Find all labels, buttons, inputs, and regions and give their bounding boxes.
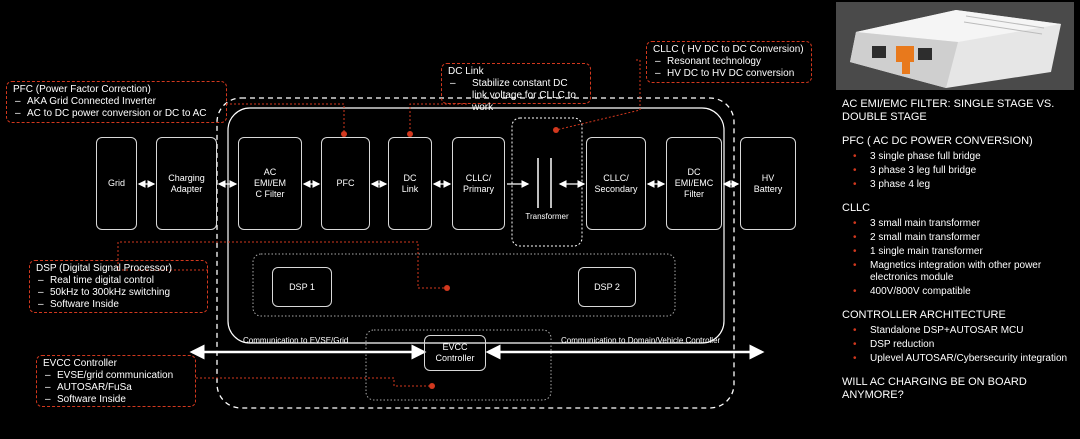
panel-section-title: CLLC (842, 202, 871, 214)
callout-evcc-item: AUTOSAR/FuSa (43, 382, 189, 394)
callout-cllc-item: HV DC to HV DC conversion (653, 68, 805, 80)
callout-pfc-item: AC to DC power conversion or DC to AC (13, 108, 220, 120)
panel-list-item: Magnetics integration with other power e… (842, 260, 1074, 284)
callout-dclink-item: Stabilize constant DC link voltage for C… (448, 78, 584, 114)
callout-dclink-title: DC Link (448, 66, 484, 77)
callout-dsp-title: DSP (Digital Signal Processor) (36, 263, 172, 274)
callout-evcc: EVCC Controller EVSE/grid communication … (36, 355, 196, 407)
pfc-block: PFC (321, 137, 370, 230)
dsp1-block: DSP 1 (272, 267, 332, 307)
product-photo (836, 2, 1074, 90)
panel-list-item: 400V/800V compatible (842, 286, 1074, 298)
callout-dsp-item: 50kHz to 300kHz switching (36, 287, 201, 299)
transformer-symbol (537, 158, 552, 208)
callout-dsp: DSP (Digital Signal Processor) Real time… (29, 260, 208, 313)
ac-emi-filter-block: AC EMI/EM C Filter (238, 137, 302, 230)
callout-evcc-item: EVSE/grid communication (43, 370, 189, 382)
panel-list-item: Standalone DSP+AUTOSAR MCU (842, 325, 1074, 337)
panel-list-item: 2 small main transformer (842, 232, 1074, 244)
callout-dsp-item: Software Inside (36, 299, 201, 311)
callout-pfc-title: PFC (Power Factor Correction) (13, 84, 151, 95)
panel-list-item: 3 single phase full bridge (842, 151, 1074, 163)
panel-list-item: 3 phase 3 leg full bridge (842, 165, 1074, 177)
panel-list-item: 1 single main transformer (842, 246, 1074, 258)
callout-pfc-item: AKA Grid Connected Inverter (13, 96, 220, 108)
callout-cllc-item: Resonant technology (653, 56, 805, 68)
callout-cllc: CLLC ( HV DC to DC Conversion) Resonant … (646, 41, 812, 83)
panel-section-title: AC EMI/EMC FILTER: SINGLE STAGE VS. DOUB… (842, 98, 1055, 123)
panel-section-list: 3 small main transformer 2 small main tra… (842, 218, 1074, 298)
comm-label-evse: Communication to EVSE/Grid (243, 336, 349, 345)
callout-dots (341, 127, 559, 389)
comm-label-domain: Communication to Domain/Vehicle Controll… (561, 336, 721, 345)
charging-adapter-block: Charging Adapter (156, 137, 217, 230)
panel-section-list: 3 single phase full bridge 3 phase 3 leg … (842, 151, 1074, 191)
dc-emi-filter-block: DC EMI/EMC Filter (666, 137, 722, 230)
panel-section-title: CONTROLLER ARCHITECTURE (842, 309, 1006, 321)
callout-dsp-item: Real time digital control (36, 275, 201, 287)
info-panel: AC EMI/EMC FILTER: SINGLE STAGE VS. DOUB… (842, 98, 1074, 402)
panel-list-item: 3 phase 4 leg (842, 179, 1074, 191)
dsp2-block: DSP 2 (578, 267, 636, 307)
hv-battery-block: HV Battery (740, 137, 796, 230)
callout-pfc: PFC (Power Factor Correction) AKA Grid C… (6, 81, 227, 123)
panel-section-title: PFC ( AC DC POWER CONVERSION) (842, 135, 1033, 147)
panel-list-item: DSP reduction (842, 339, 1074, 351)
panel-list-item: 3 small main transformer (842, 218, 1074, 230)
transformer-label: Transformer (525, 212, 569, 221)
onboard-charger-image (836, 2, 1074, 90)
panel-list-item: Uplevel AUTOSAR/Cybersecurity integratio… (842, 353, 1074, 365)
evcc-controller-block: EVCC Controller (424, 335, 486, 371)
evcc-area (365, 329, 552, 401)
panel-section-list: Standalone DSP+AUTOSAR MCU DSP reductionU… (842, 325, 1074, 365)
grid-block: Grid (96, 137, 137, 230)
callout-evcc-item: Software Inside (43, 394, 189, 406)
callout-evcc-title: EVCC Controller (43, 358, 117, 369)
dsp-area (252, 253, 676, 317)
callout-connectors (117, 59, 641, 387)
dc-link-block: DC Link (388, 137, 432, 230)
callout-cllc-title: CLLC ( HV DC to DC Conversion) (653, 44, 804, 55)
cllc-primary-block: CLLC/ Primary (452, 137, 505, 230)
callout-dclink: DC Link Stabilize constant DC link volta… (441, 63, 591, 113)
panel-section-title: WILL AC CHARGING BE ON BOARD ANYMORE? (842, 376, 1027, 401)
cllc-secondary-block: CLLC/ Secondary (586, 137, 646, 230)
transformer-dashed-box (511, 117, 583, 247)
